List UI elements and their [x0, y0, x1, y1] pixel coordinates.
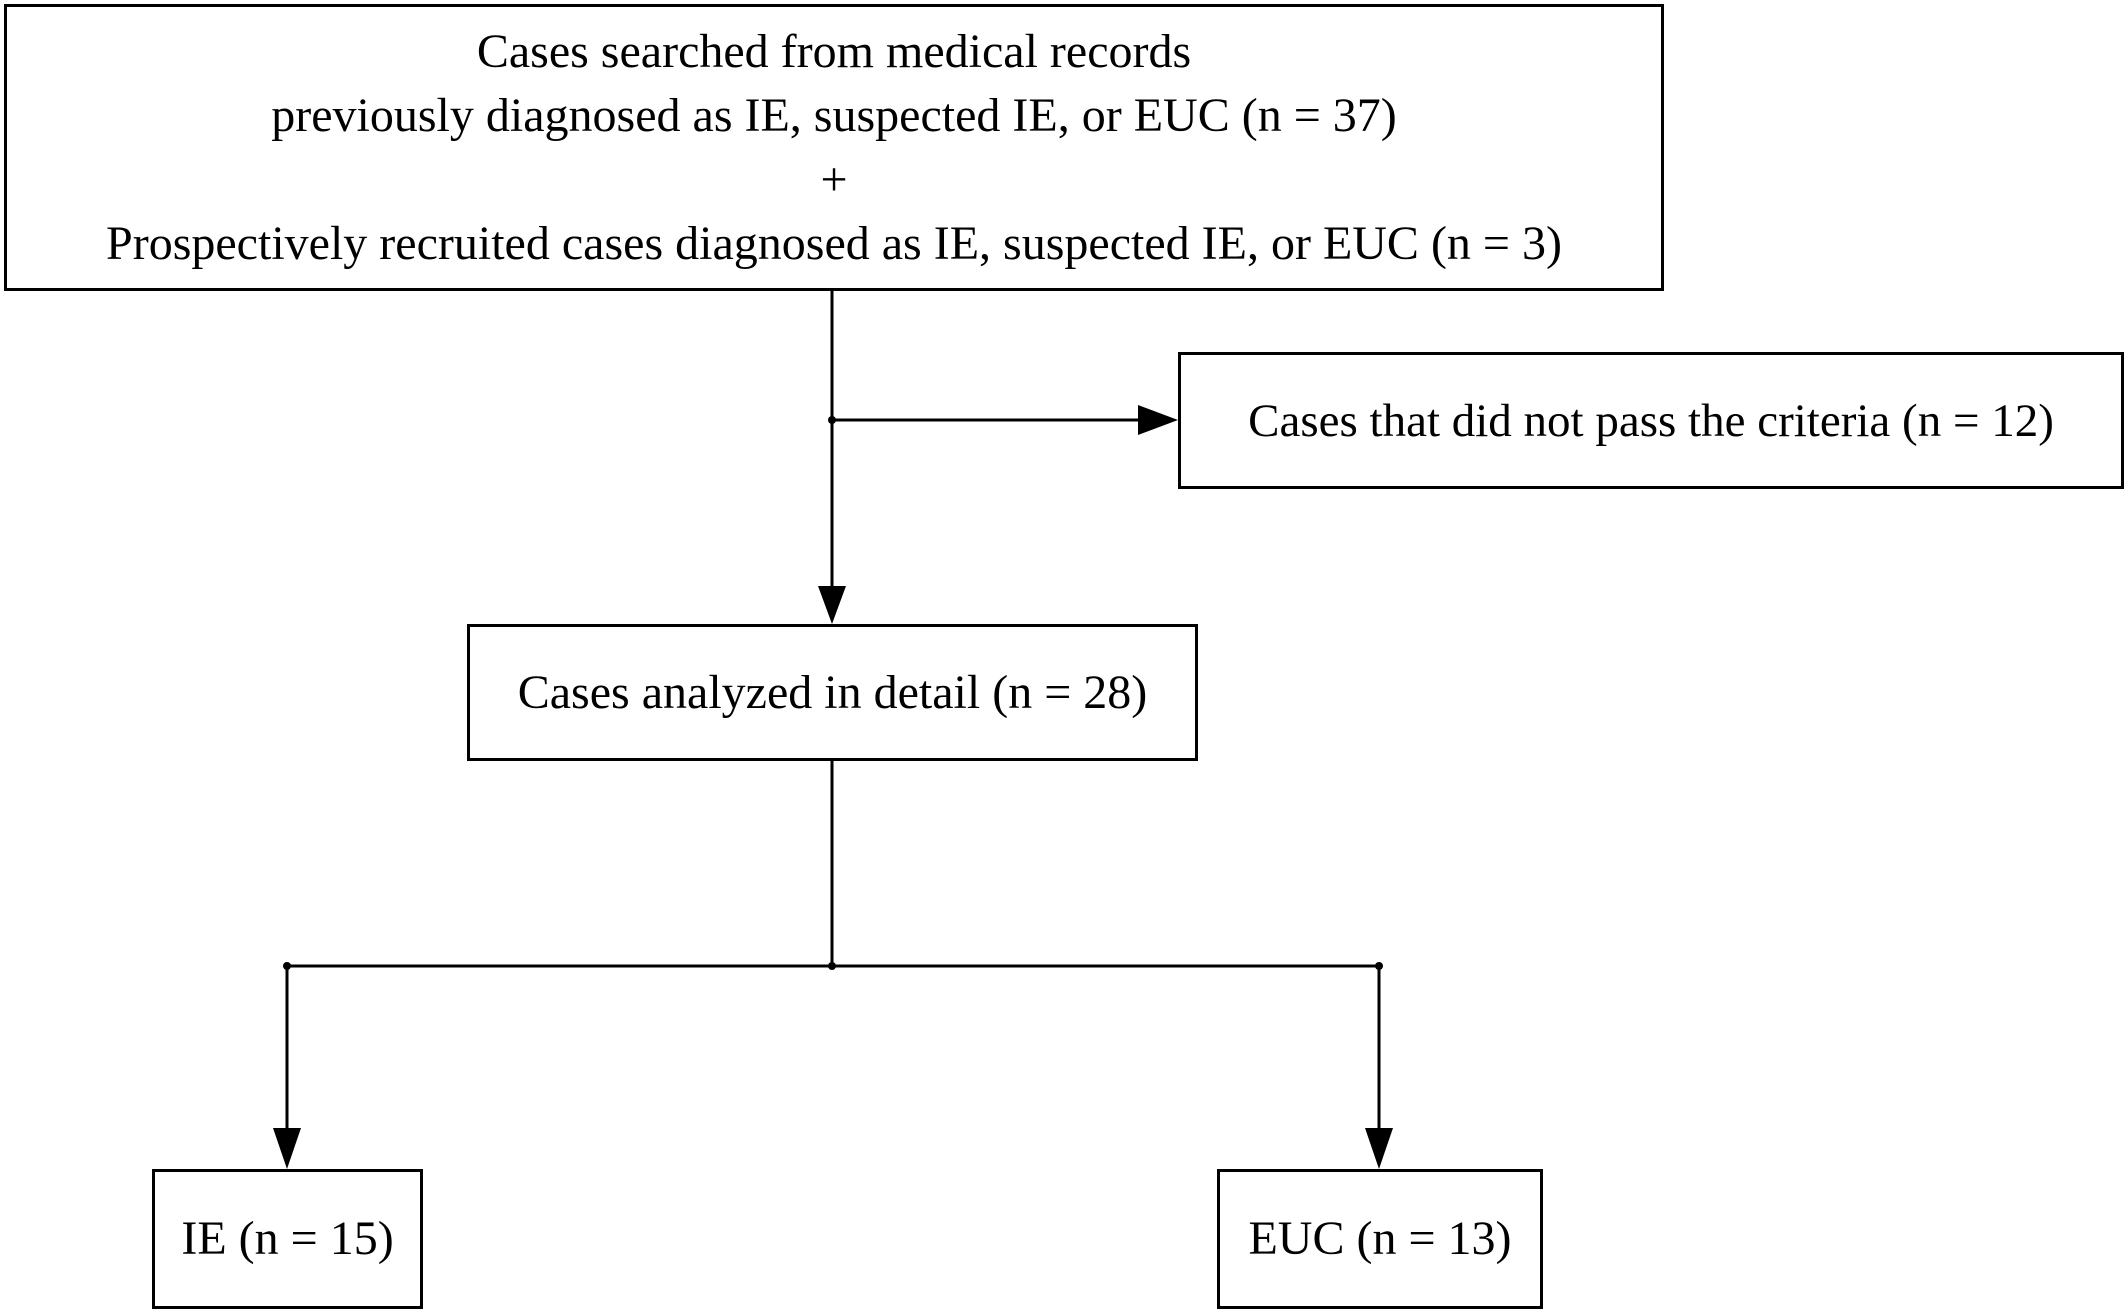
arrowhead-to-analyzed — [818, 586, 846, 624]
analyzed-cases-label: Cases analyzed in detail (n = 28) — [517, 665, 1148, 719]
source-line-plus: + — [820, 152, 848, 206]
source-line-2: previously diagnosed as IE, suspected IE… — [271, 88, 1397, 142]
excluded-cases-box: Cases that did not pass the criteria (n … — [1178, 352, 2124, 489]
arrowhead-to-excluded — [1138, 405, 1178, 435]
euc-cases-label: EUC (n = 13) — [1248, 1212, 1512, 1265]
ie-cases-label: IE (n = 15) — [181, 1212, 394, 1265]
arrowhead-to-euc — [1365, 1128, 1393, 1169]
arrowhead-to-ie — [273, 1128, 301, 1169]
source-line-1: Cases searched from medical records — [476, 24, 1192, 78]
euc-cases-box: EUC (n = 13) — [1217, 1169, 1543, 1309]
source-line-4: Prospectively recruited cases diagnosed … — [106, 216, 1562, 270]
analyzed-cases-box: Cases analyzed in detail (n = 28) — [467, 624, 1198, 761]
junction-dot — [828, 416, 836, 424]
ie-cases-box: IE (n = 15) — [152, 1169, 423, 1309]
source-cases-box: Cases searched from medical records prev… — [4, 4, 1664, 291]
excluded-cases-label: Cases that did not pass the criteria (n … — [1248, 394, 2054, 447]
junction-dot — [828, 962, 836, 970]
